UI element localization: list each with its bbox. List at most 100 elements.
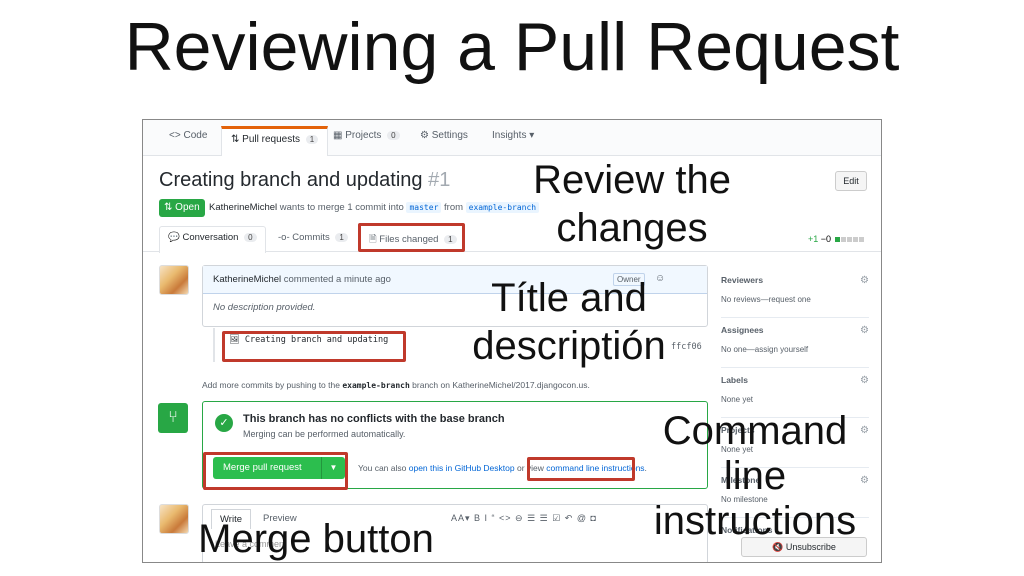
divider xyxy=(721,517,869,518)
chevron-down-icon[interactable]: ▼ xyxy=(321,457,345,479)
pull-request-icon: ⇅ xyxy=(231,134,240,145)
callout-title-description: Títle and descriptión xyxy=(472,276,666,368)
gear-icon[interactable]: ⚙ xyxy=(860,475,869,486)
commit-message[interactable]: 🖼 Creating branch and updating xyxy=(229,335,388,345)
merge-alternatives: You can also open this in GitHub Desktop… xyxy=(358,463,647,473)
open-desktop-link[interactable]: open this in GitHub Desktop xyxy=(408,463,515,473)
highlight-merge-button xyxy=(203,452,348,490)
tab-commits[interactable]: -o- Commits 1 xyxy=(278,232,348,243)
tab-files-changed[interactable]: 🗎 Files changed 1 xyxy=(369,232,457,248)
merge-panel: ✓ This branch has no conflicts with the … xyxy=(202,401,708,489)
callout-merge-button: Merge button xyxy=(198,517,434,561)
sidebar-labels[interactable]: Labels None yet ⚙ xyxy=(721,375,869,404)
tab-projects[interactable]: ▦ Projects 0 xyxy=(333,130,400,141)
comment-author[interactable]: KatherineMichel xyxy=(213,274,282,285)
tab-label: Files changed xyxy=(379,234,439,245)
tab-settings[interactable]: ⚙ Settings xyxy=(420,130,468,141)
divider xyxy=(721,367,869,368)
sidebar-milestone[interactable]: Milestone No milestone ⚙ xyxy=(721,475,869,504)
comment-body: No description provided. xyxy=(213,302,316,313)
deletions: −0 xyxy=(820,234,832,244)
comment-textarea[interactable]: Leave a comment xyxy=(215,539,287,549)
comment-header: KatherineMichel commented a minute ago O… xyxy=(203,266,707,294)
alt-prefix: You can also xyxy=(358,463,407,473)
gear-icon[interactable]: ⚙ xyxy=(860,325,869,336)
sidebar-title: Projects xyxy=(721,425,755,435)
comment-icon: 💬 xyxy=(168,232,180,243)
diffstat-block xyxy=(840,237,846,243)
merge-pull-request-button[interactable]: Merge pull request ▼ xyxy=(213,457,345,479)
highlight-files-changed xyxy=(358,223,465,252)
merge-status-subtitle: Merging can be performed automatically. xyxy=(243,429,406,439)
count-badge: 1 xyxy=(444,235,457,244)
markdown-toolbar[interactable]: AA▾ B I “ <> ⊖ ☰ ☰ ☑ ↶ @ ◘ xyxy=(451,513,597,523)
check-icon: ✓ xyxy=(215,414,233,432)
pr-title: Creating branch and updating #1 xyxy=(159,169,450,192)
pr-open-icon: ⇅ xyxy=(164,202,173,213)
pr-title-text: Creating branch and updating xyxy=(159,169,423,191)
sidebar-title: Milestone xyxy=(721,475,761,485)
git-merge-icon: ⑂ xyxy=(158,403,188,433)
pr-description-comment: KatherineMichel commented a minute ago O… xyxy=(202,265,708,327)
comment-action: commented a minute ago xyxy=(283,274,391,285)
code-icon: <> xyxy=(169,130,181,141)
additions: +1 xyxy=(808,234,819,244)
repo-nav: <> Code ⇅ Pull requests 1 ▦ Projects 0 ⚙… xyxy=(143,120,881,156)
sidebar-reviewers[interactable]: Reviewers No reviews—request one ⚙ xyxy=(721,275,869,304)
tab-preview[interactable]: Preview xyxy=(263,513,297,524)
sidebar-title: Labels xyxy=(721,375,748,385)
callout-command-line: Command line instructions xyxy=(653,409,857,543)
push-suffix: branch on KatherineMichel/2017.djangocon… xyxy=(412,380,590,390)
pr-meta: KatherineMichel wants to merge 1 commit … xyxy=(209,202,540,213)
project-icon: ▦ xyxy=(333,130,343,141)
sidebar-value: No reviews—request one xyxy=(721,295,811,304)
gear-icon[interactable]: ⚙ xyxy=(860,425,869,436)
tab-label: Insights ▾ xyxy=(492,130,535,141)
command-line-link[interactable]: command line instructions xyxy=(546,463,645,473)
head-branch[interactable]: example-branch xyxy=(465,202,540,213)
diffstat-block xyxy=(858,237,864,243)
gear-icon[interactable]: ⚙ xyxy=(860,275,869,286)
unsubscribe-button[interactable]: 🔇 Unsubscribe xyxy=(741,537,867,557)
meta-text: wants to merge 1 commit into xyxy=(279,202,404,213)
diffstat-block xyxy=(834,237,840,243)
divider xyxy=(721,467,869,468)
divider xyxy=(721,317,869,318)
commit-sha[interactable]: ffcf06 xyxy=(671,342,702,352)
gear-icon[interactable]: ⚙ xyxy=(860,375,869,386)
base-branch[interactable]: master xyxy=(406,202,442,213)
commit-icon: -o- xyxy=(278,232,290,243)
push-branch: example-branch xyxy=(342,381,410,390)
sidebar-value: None yet xyxy=(721,395,754,404)
tab-label: Code xyxy=(183,130,208,141)
merge-status-title: This branch has no conflicts with the ba… xyxy=(243,413,505,425)
owner-badge: Owner xyxy=(613,273,645,286)
sidebar-projects[interactable]: Projects None yet ⚙ xyxy=(721,425,869,454)
open-state-badge: ⇅ Open xyxy=(159,199,205,217)
tab-label: Conversation xyxy=(182,232,239,243)
file-diff-icon: 🗎 xyxy=(369,234,377,245)
count-badge: 1 xyxy=(305,135,319,144)
avatar[interactable] xyxy=(159,504,189,534)
tab-insights[interactable]: Insights ▾ xyxy=(492,130,534,141)
count-badge: 0 xyxy=(244,233,257,242)
diffstat-block xyxy=(846,237,852,243)
count-badge: 1 xyxy=(335,233,348,242)
avatar[interactable] xyxy=(159,265,189,295)
tab-label: Pull requests xyxy=(242,134,300,145)
commit-text: Creating branch and updating xyxy=(244,335,389,345)
edit-button[interactable]: Edit xyxy=(835,171,867,191)
push-note: Add more commits by pushing to the examp… xyxy=(202,380,590,390)
tab-code[interactable]: <> Code xyxy=(169,130,207,141)
tab-write[interactable]: Write xyxy=(211,509,251,529)
tab-pull-requests[interactable]: ⇅ Pull requests 1 xyxy=(221,126,329,156)
sidebar-value: No one—assign yourself xyxy=(721,345,809,354)
sidebar-assignees[interactable]: Assignees No one—assign yourself ⚙ xyxy=(721,325,869,354)
divider xyxy=(721,417,869,418)
pr-number: #1 xyxy=(428,169,451,191)
diffstat: +1 −0 xyxy=(808,234,864,244)
tab-label: Settings xyxy=(431,130,468,141)
tab-conversation[interactable]: 💬 Conversation 0 xyxy=(159,226,266,253)
author-link[interactable]: KatherineMichel xyxy=(209,202,278,213)
reaction-icon[interactable]: ☺ xyxy=(655,273,666,284)
